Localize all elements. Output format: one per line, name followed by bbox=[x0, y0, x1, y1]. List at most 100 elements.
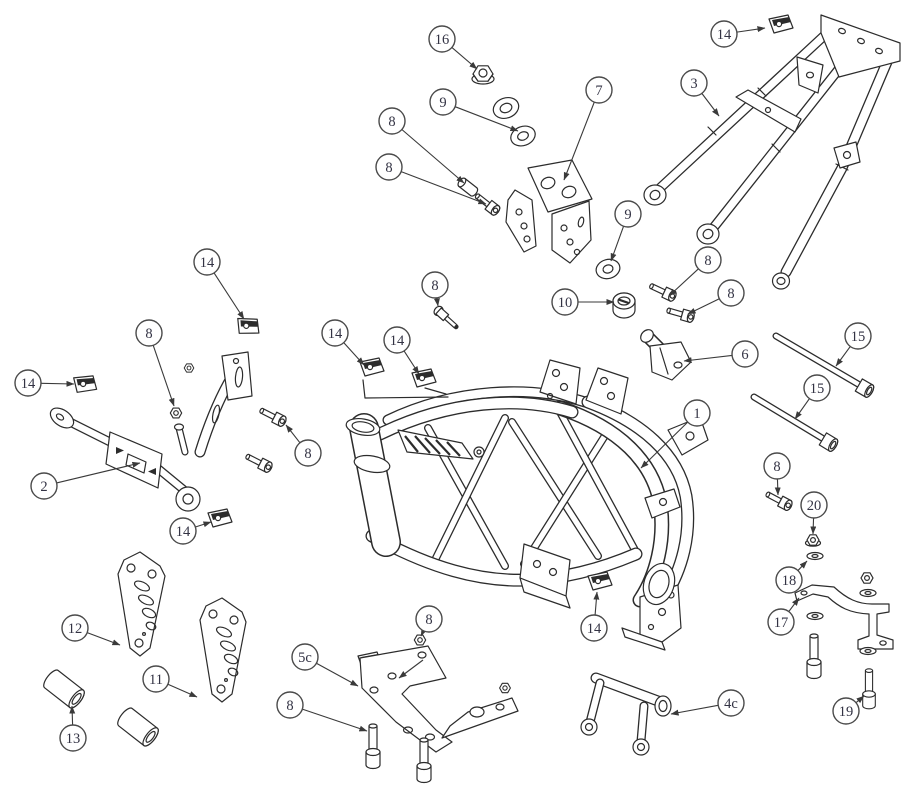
callout-circle[interactable] bbox=[415, 605, 443, 633]
callout-number: 5c bbox=[298, 650, 312, 666]
callout-number: 14 bbox=[587, 621, 602, 637]
callout-circle[interactable] bbox=[710, 20, 738, 48]
callout-circle[interactable] bbox=[763, 452, 791, 480]
part-2-front-mount bbox=[49, 351, 253, 512]
callout-circle[interactable] bbox=[775, 566, 803, 594]
part-19-bolt bbox=[862, 668, 876, 710]
callout-8-10[interactable]: 8 bbox=[687, 279, 745, 315]
callout-leader-line bbox=[736, 26, 766, 33]
callout-leader-line bbox=[810, 517, 817, 535]
callout-17-35[interactable]: 17 bbox=[767, 597, 800, 636]
callout-9-7[interactable]: 9 bbox=[610, 200, 642, 262]
callout-circle[interactable] bbox=[321, 319, 349, 347]
callout-circle[interactable] bbox=[378, 107, 406, 135]
callout-circle[interactable] bbox=[61, 614, 89, 642]
callout-leader-line bbox=[152, 345, 175, 407]
callout-circle[interactable] bbox=[800, 491, 828, 519]
callout-circle[interactable] bbox=[585, 76, 613, 104]
callout-9-1[interactable]: 9 bbox=[429, 88, 519, 132]
callout-14-30[interactable]: 14 bbox=[580, 591, 608, 642]
callout-14-22[interactable]: 14 bbox=[321, 319, 365, 366]
callout-11-25[interactable]: 11 bbox=[142, 665, 198, 698]
callout-circle[interactable] bbox=[717, 279, 745, 307]
callout-circle[interactable] bbox=[683, 399, 711, 427]
callout-circle[interactable] bbox=[580, 614, 608, 642]
callout-circle[interactable] bbox=[731, 340, 759, 368]
callout-leader-line bbox=[593, 591, 600, 616]
callout-8-19[interactable]: 8 bbox=[285, 424, 322, 467]
callout-circle[interactable] bbox=[14, 369, 42, 397]
callout-leader-line bbox=[56, 461, 141, 484]
callout-leader-line bbox=[451, 47, 478, 70]
callout-circle[interactable] bbox=[717, 689, 745, 717]
callout-circle[interactable] bbox=[383, 326, 411, 354]
callout-14-15[interactable]: 14 bbox=[193, 248, 245, 320]
callout-2-18[interactable]: 2 bbox=[30, 461, 141, 500]
callout-8-32[interactable]: 8 bbox=[763, 452, 791, 496]
callout-15-13[interactable]: 15 bbox=[794, 374, 831, 420]
callout-number: 8 bbox=[388, 114, 395, 130]
callout-circle[interactable] bbox=[551, 288, 579, 316]
callout-14-6[interactable]: 14 bbox=[710, 20, 766, 48]
callout-1-14[interactable]: 1 bbox=[640, 399, 711, 469]
callout-3-5[interactable]: 3 bbox=[680, 69, 720, 117]
callout-circle[interactable] bbox=[142, 665, 170, 693]
callout-5c-27[interactable]: 5c bbox=[291, 643, 359, 687]
callout-8-9[interactable]: 8 bbox=[668, 246, 722, 297]
callout-circle[interactable] bbox=[30, 472, 58, 500]
callout-circle[interactable] bbox=[169, 517, 197, 545]
callout-13-26[interactable]: 13 bbox=[59, 705, 87, 752]
callout-12-24[interactable]: 12 bbox=[61, 614, 121, 646]
part-12-gusset-plate bbox=[117, 551, 166, 657]
callout-8-3[interactable]: 8 bbox=[375, 153, 487, 205]
callout-circle[interactable] bbox=[803, 374, 831, 402]
part-9-washer-middle bbox=[595, 258, 621, 280]
callout-19-36[interactable]: 19 bbox=[832, 695, 865, 725]
part-4c-link bbox=[580, 672, 672, 756]
callout-20-33[interactable]: 20 bbox=[800, 491, 828, 535]
callout-14-17[interactable]: 14 bbox=[14, 369, 75, 397]
callout-4c-31[interactable]: 4c bbox=[670, 689, 745, 717]
callout-circle[interactable] bbox=[428, 25, 456, 53]
callout-leader-line bbox=[454, 106, 519, 132]
callout-number: 13 bbox=[66, 731, 81, 747]
part-7-front-bracket bbox=[505, 159, 593, 264]
callout-8-28[interactable]: 8 bbox=[415, 605, 443, 637]
callout-8-16[interactable]: 8 bbox=[135, 319, 175, 407]
callout-leader-line bbox=[640, 421, 689, 469]
callout-circle[interactable] bbox=[844, 322, 872, 350]
callout-6-11[interactable]: 6 bbox=[683, 340, 759, 368]
callout-leader-line bbox=[610, 226, 625, 262]
callout-8-2[interactable]: 8 bbox=[378, 107, 465, 184]
callout-circle[interactable] bbox=[276, 691, 304, 719]
part-20-nut bbox=[804, 534, 822, 547]
callout-circle[interactable] bbox=[680, 69, 708, 97]
callout-number: 8 bbox=[425, 612, 432, 628]
callout-number: 2 bbox=[40, 479, 47, 495]
callout-15-12[interactable]: 15 bbox=[835, 322, 872, 367]
part-8-nut-right bbox=[860, 572, 874, 584]
callout-10-8[interactable]: 10 bbox=[551, 288, 615, 316]
callout-circle[interactable] bbox=[294, 439, 322, 467]
callout-circle[interactable] bbox=[614, 200, 642, 228]
callout-16-0[interactable]: 16 bbox=[428, 25, 478, 70]
callout-14-20[interactable]: 14 bbox=[169, 517, 212, 545]
callout-leader-line bbox=[167, 683, 198, 698]
callout-number: 9 bbox=[439, 95, 446, 111]
callout-circle[interactable] bbox=[193, 248, 221, 276]
callout-18-34[interactable]: 18 bbox=[775, 560, 808, 594]
callout-8-29[interactable]: 8 bbox=[276, 691, 368, 732]
callout-7-4[interactable]: 7 bbox=[563, 76, 613, 181]
callout-circle[interactable] bbox=[135, 319, 163, 347]
callout-circle[interactable] bbox=[59, 724, 87, 752]
callout-circle[interactable] bbox=[421, 271, 449, 299]
callout-circle[interactable] bbox=[832, 697, 860, 725]
callout-8-21[interactable]: 8 bbox=[421, 271, 449, 307]
callout-circle[interactable] bbox=[291, 643, 319, 671]
callout-circle[interactable] bbox=[375, 153, 403, 181]
callout-circle[interactable] bbox=[694, 246, 722, 274]
callout-leader-line bbox=[687, 298, 720, 315]
callout-circle[interactable] bbox=[767, 608, 795, 636]
callout-circle[interactable] bbox=[429, 88, 457, 116]
callout-14-23[interactable]: 14 bbox=[383, 326, 420, 375]
